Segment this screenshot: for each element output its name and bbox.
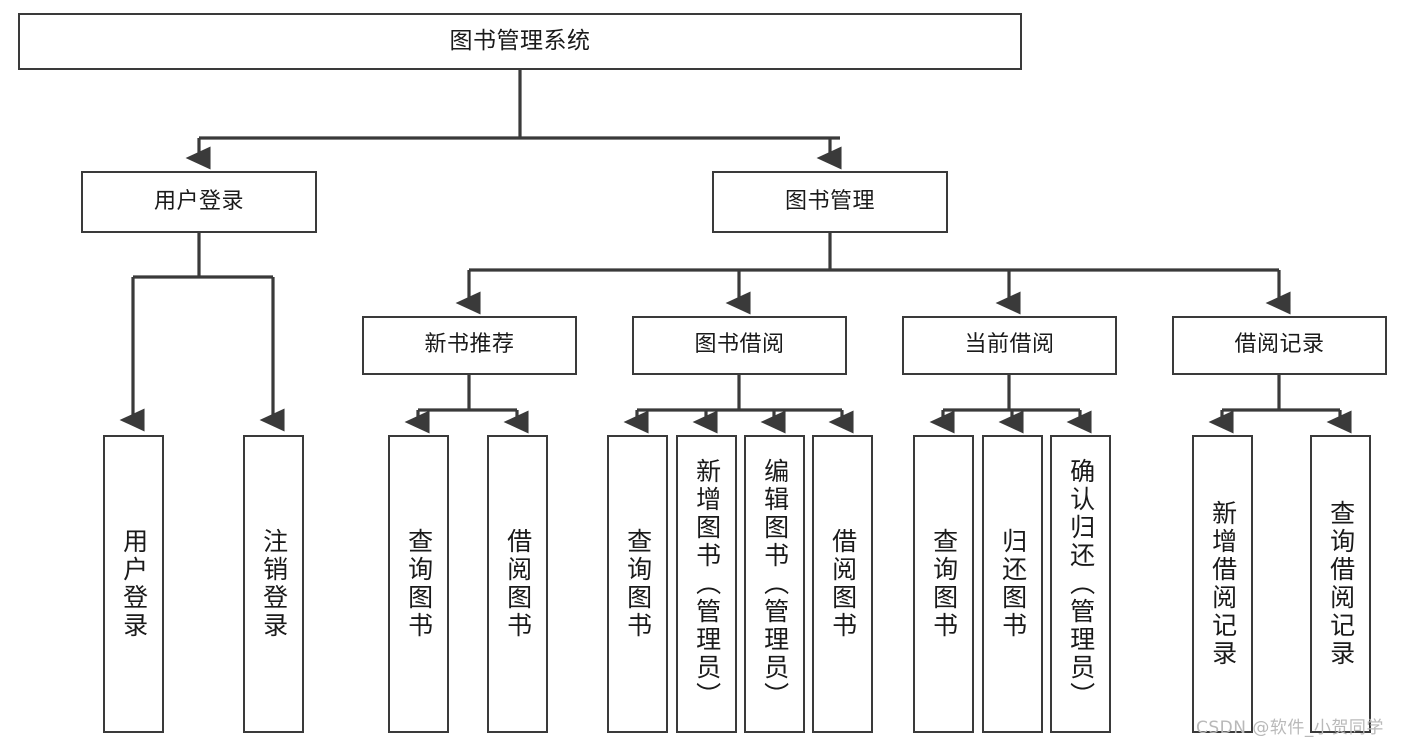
node-leaf-add-book-label: 新增图书（管理员） [692, 458, 722, 710]
node-leaf-borrow-book-2[interactable]: 借阅图书 [812, 435, 873, 733]
node-leaf-query-book-3[interactable]: 查询图书 [913, 435, 974, 733]
node-borrow-record[interactable]: 借阅记录 [1172, 316, 1387, 375]
node-current-borrow[interactable]: 当前借阅 [902, 316, 1117, 375]
node-leaf-borrow-book-1[interactable]: 借阅图书 [487, 435, 548, 733]
node-leaf-return-book[interactable]: 归还图书 [982, 435, 1043, 733]
node-leaf-query-record-label: 查询借阅记录 [1326, 500, 1356, 668]
node-leaf-add-record-label: 新增借阅记录 [1208, 500, 1238, 668]
node-book-borrow-label: 图书借阅 [694, 332, 785, 358]
watermark: CSDN @软件_小贺同学 [1196, 718, 1384, 738]
node-root[interactable]: 图书管理系统 [18, 13, 1022, 70]
node-leaf-confirm-return-label: 确认归还（管理员） [1066, 458, 1096, 710]
node-leaf-query-book-2[interactable]: 查询图书 [607, 435, 668, 733]
node-leaf-query-book-1[interactable]: 查询图书 [388, 435, 449, 733]
node-leaf-borrow-book-2-label: 借阅图书 [828, 528, 858, 640]
node-leaf-return-book-label: 归还图书 [998, 528, 1028, 640]
node-leaf-query-record[interactable]: 查询借阅记录 [1310, 435, 1371, 733]
node-user-login-label: 用户登录 [153, 188, 244, 214]
node-leaf-edit-book[interactable]: 编辑图书（管理员） [744, 435, 805, 733]
node-leaf-query-book-2-label: 查询图书 [623, 528, 653, 640]
node-leaf-user-logout-label: 注销登录 [259, 528, 289, 640]
node-root-label: 图书管理系统 [449, 27, 591, 54]
node-leaf-user-logout[interactable]: 注销登录 [243, 435, 304, 733]
node-borrow-record-label: 借阅记录 [1234, 332, 1325, 358]
node-new-book-recommend-label: 新书推荐 [424, 332, 515, 358]
node-book-management-label: 图书管理 [784, 188, 875, 214]
node-leaf-query-book-1-label: 查询图书 [404, 528, 434, 640]
node-user-login[interactable]: 用户登录 [81, 171, 317, 233]
node-leaf-add-record[interactable]: 新增借阅记录 [1192, 435, 1253, 733]
node-leaf-user-login[interactable]: 用户登录 [103, 435, 164, 733]
node-book-borrow[interactable]: 图书借阅 [632, 316, 847, 375]
node-book-management[interactable]: 图书管理 [712, 171, 948, 233]
node-current-borrow-label: 当前借阅 [964, 332, 1055, 358]
node-leaf-query-book-3-label: 查询图书 [929, 528, 959, 640]
node-leaf-user-login-label: 用户登录 [119, 528, 149, 640]
node-leaf-edit-book-label: 编辑图书（管理员） [760, 458, 790, 710]
node-leaf-add-book[interactable]: 新增图书（管理员） [676, 435, 737, 733]
node-leaf-borrow-book-1-label: 借阅图书 [503, 528, 533, 640]
node-new-book-recommend[interactable]: 新书推荐 [362, 316, 577, 375]
node-leaf-confirm-return[interactable]: 确认归还（管理员） [1050, 435, 1111, 733]
